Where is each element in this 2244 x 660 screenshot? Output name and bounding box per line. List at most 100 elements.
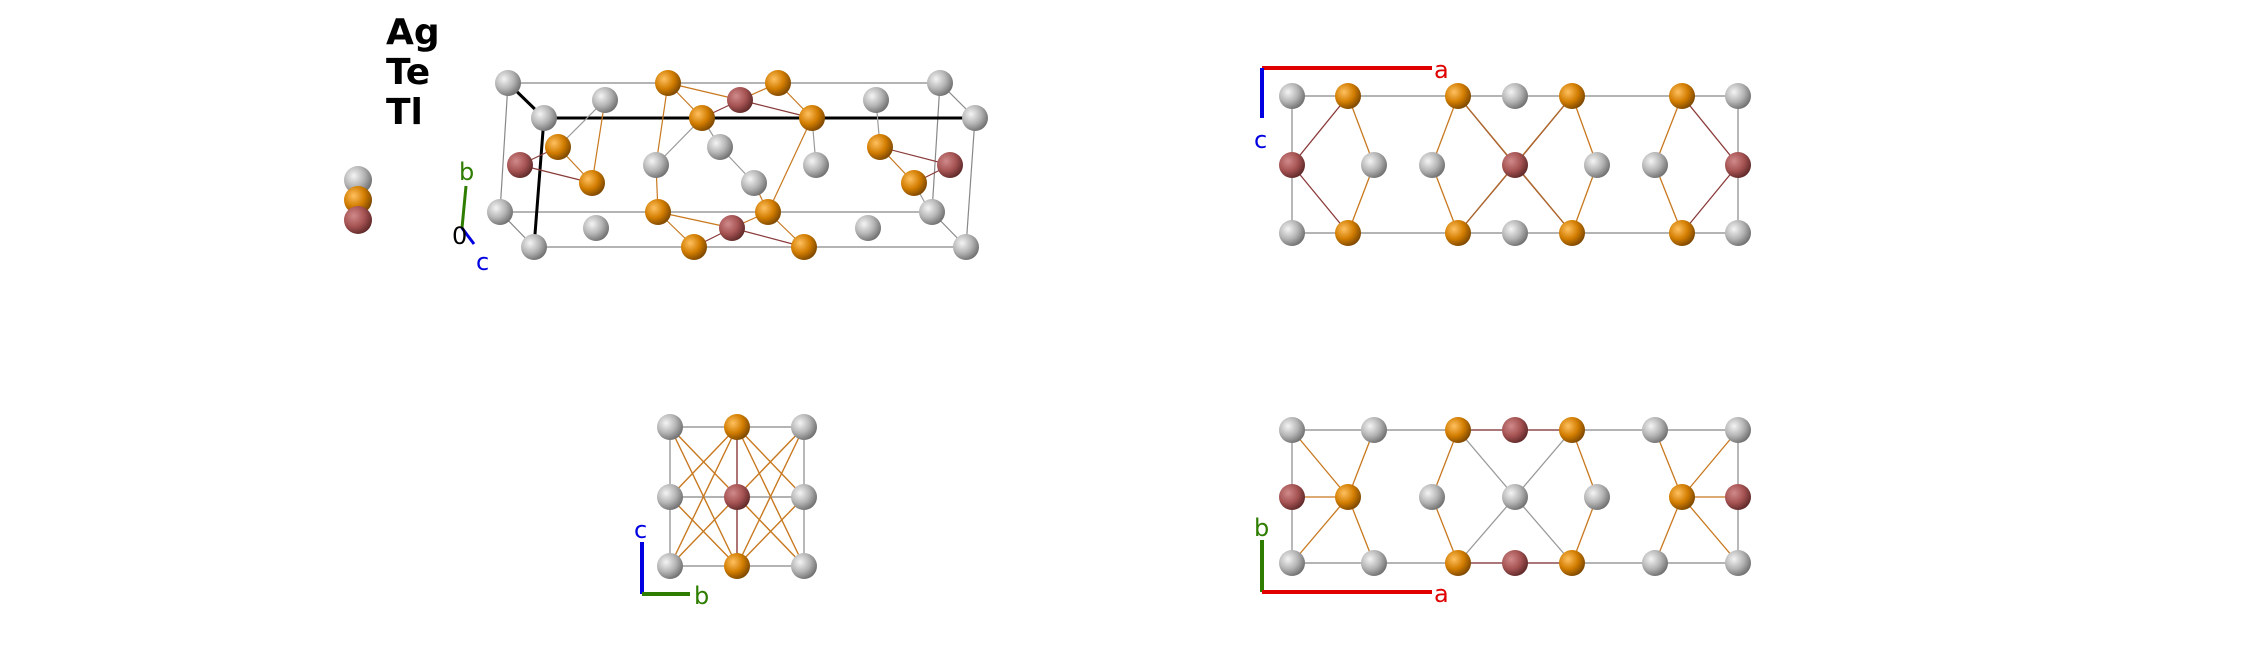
atom-te <box>901 170 927 196</box>
atom-ag <box>1642 152 1668 178</box>
atom-tl <box>937 152 963 178</box>
atom-tl <box>1725 484 1751 510</box>
atom-ag <box>962 105 988 131</box>
bond-line <box>1514 496 1573 564</box>
atoms <box>487 70 988 260</box>
atom-ag <box>863 87 889 113</box>
bond-line <box>736 496 805 567</box>
atom-ag <box>1725 550 1751 576</box>
bond-line <box>669 496 738 567</box>
bond-line <box>1291 164 1349 234</box>
atom-te <box>1335 484 1361 510</box>
atom-ag <box>919 199 945 225</box>
atom-ag <box>927 70 953 96</box>
cell-edge <box>532 117 546 248</box>
atom-ag <box>657 484 683 510</box>
atom-te <box>1559 83 1585 109</box>
atom-tl <box>724 484 750 510</box>
bond-line <box>1681 429 1739 498</box>
bond-line <box>1457 496 1516 564</box>
atom-ag <box>643 152 669 178</box>
bond-line <box>1514 429 1573 498</box>
bond-line <box>1681 95 1739 166</box>
atom-ag <box>791 484 817 510</box>
axis-b-label: b <box>1254 514 1269 542</box>
bonds <box>669 426 805 567</box>
bond-line <box>591 99 606 184</box>
element-legend: Ag Te Tl <box>344 12 440 234</box>
atom-ag <box>1502 484 1528 510</box>
atom-te <box>1335 220 1361 246</box>
axis-a-label: a <box>1434 580 1449 608</box>
atom-ag <box>707 134 733 160</box>
legend-label-tl: Tl <box>386 92 423 133</box>
atom-te <box>645 199 671 225</box>
atom-ag <box>487 199 513 225</box>
atom-ag <box>1584 152 1610 178</box>
atom-ag <box>657 414 683 440</box>
view-ab: b a <box>1254 417 1751 608</box>
atoms <box>657 414 817 579</box>
atom-te <box>1559 220 1585 246</box>
atom-ag <box>803 152 829 178</box>
bond-line <box>1681 496 1739 564</box>
atom-ag <box>1502 220 1528 246</box>
bond-line <box>736 426 805 567</box>
atom-te <box>1669 83 1695 109</box>
atom-te <box>867 134 893 160</box>
atom-ag <box>1502 83 1528 109</box>
atom-ag <box>531 105 557 131</box>
axis-b-line <box>460 185 468 229</box>
atom-tl <box>1502 550 1528 576</box>
atom-ag <box>1725 417 1751 443</box>
atom-te <box>1445 417 1471 443</box>
axis-c-label: c <box>1254 126 1267 154</box>
atom-te <box>1559 417 1585 443</box>
view-ac: a c <box>1254 56 1751 246</box>
axis-triad: b a <box>1254 514 1449 608</box>
atom-tl <box>1502 417 1528 443</box>
atom-ag <box>657 553 683 579</box>
atom-ag <box>583 215 609 241</box>
atom-ag <box>1361 417 1387 443</box>
bond-line <box>767 117 813 213</box>
atom-te <box>724 553 750 579</box>
bond-line <box>1291 95 1349 166</box>
atom-te <box>1559 550 1585 576</box>
atom-te <box>655 70 681 96</box>
atom-ag <box>1279 550 1305 576</box>
bond-line <box>669 426 738 498</box>
atom-tl <box>1725 152 1751 178</box>
atom-ag <box>1279 417 1305 443</box>
atom-te <box>799 105 825 131</box>
cell-edge <box>965 117 976 248</box>
atom-ag <box>1725 220 1751 246</box>
atom-ag <box>495 70 521 96</box>
axis-c-label: c <box>476 248 489 276</box>
atom-te <box>1335 83 1361 109</box>
atom-ag <box>592 87 618 113</box>
atom-te <box>765 70 791 96</box>
atom-ag <box>1584 484 1610 510</box>
axis-b-label: b <box>459 158 474 186</box>
atom-ag <box>1419 152 1445 178</box>
view-cb: c b <box>634 414 817 610</box>
legend-label-te: Te <box>386 52 430 93</box>
legend-sphere-tl <box>344 206 372 234</box>
atom-ag <box>1361 152 1387 178</box>
bond-line <box>1291 429 1349 498</box>
legend-label-ag: Ag <box>386 12 440 53</box>
axis-c-label: c <box>634 516 647 544</box>
atom-te <box>791 234 817 260</box>
atom-tl <box>1502 152 1528 178</box>
axis-triad: a c <box>1254 56 1449 154</box>
atom-ag <box>741 170 767 196</box>
atom-ag <box>1419 484 1445 510</box>
atom-te <box>1669 484 1695 510</box>
atom-ag <box>1279 83 1305 109</box>
bond-line <box>1291 496 1349 564</box>
perspective-view: b c 0 <box>452 70 988 276</box>
atom-te <box>545 134 571 160</box>
axis-triad: c b <box>634 516 709 610</box>
